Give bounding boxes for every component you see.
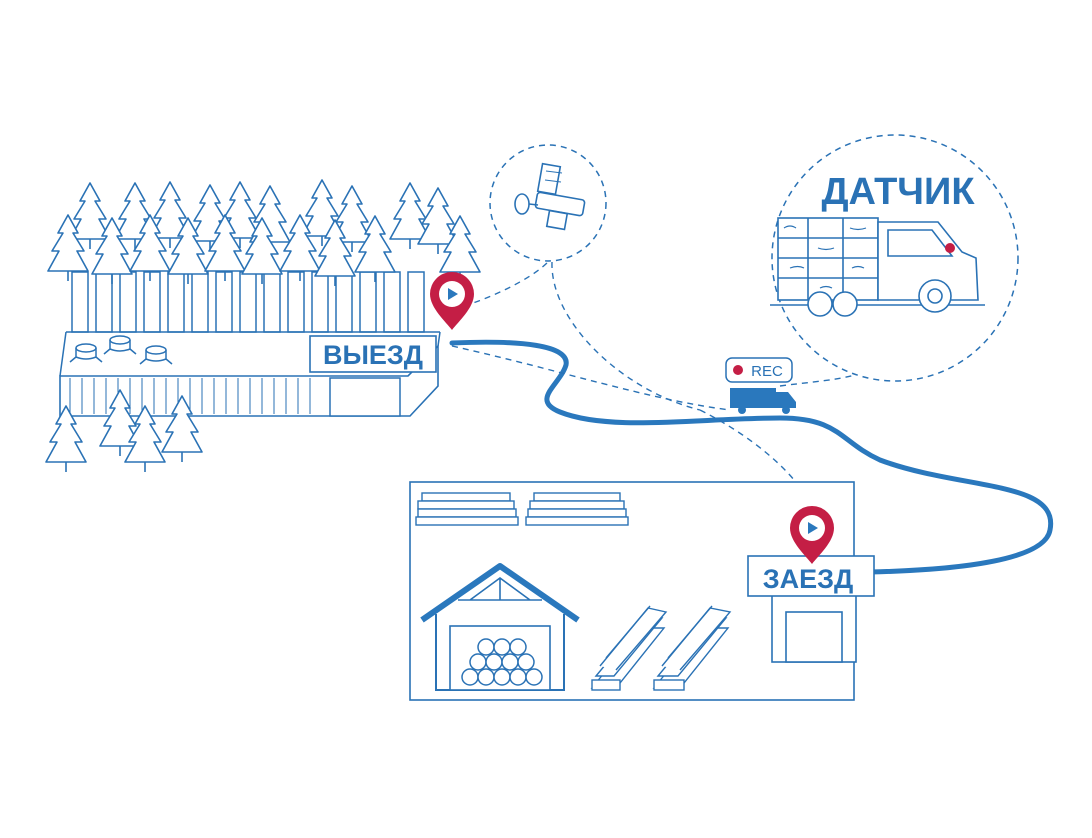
entry-label: ЗАЕЗД	[763, 564, 854, 594]
rec-truck: REC	[725, 357, 796, 414]
rec-label: REC	[751, 363, 783, 380]
satellite-icon	[514, 162, 586, 231]
truck-icon	[730, 388, 796, 414]
forest	[45, 179, 481, 473]
timber-truck-icon	[770, 217, 985, 317]
sensor-bubble: ДАТЧИК	[770, 134, 1019, 382]
rec-dot	[733, 365, 743, 375]
board-stack-icon	[415, 492, 629, 526]
satellite-bubble	[489, 144, 607, 262]
stump-icon	[69, 335, 173, 365]
log-pile-icon	[461, 638, 543, 686]
gate-icon	[771, 589, 857, 663]
exit-sign: ВЫЕЗД	[309, 335, 437, 373]
location-pin-icon	[430, 272, 474, 330]
warehouse-icon	[420, 563, 580, 691]
sensor-label: ДАТЧИК	[821, 171, 975, 213]
exit-label: ВЫЕЗД	[323, 340, 423, 370]
tree-trunks	[71, 271, 425, 333]
route-road	[449, 339, 1054, 575]
lumber-stack-icon	[590, 605, 732, 691]
